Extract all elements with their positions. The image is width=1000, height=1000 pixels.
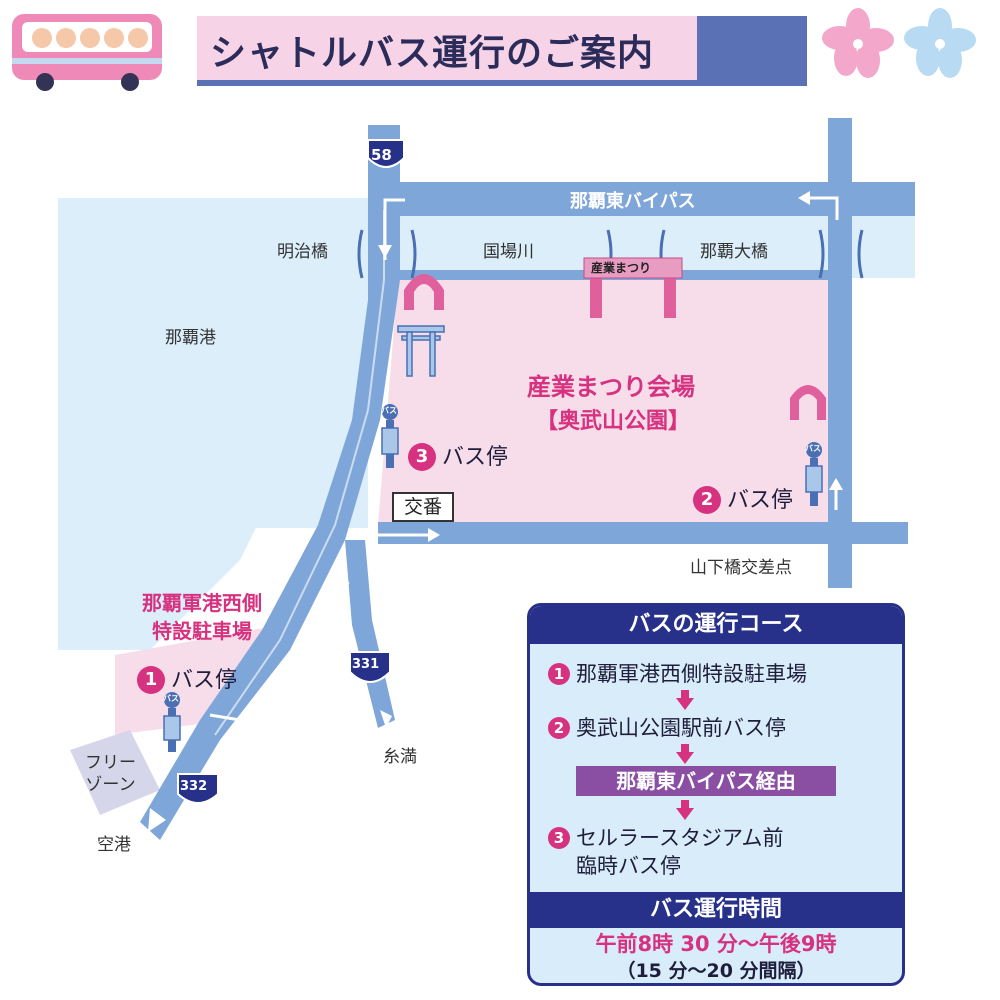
title-bar bbox=[197, 16, 707, 86]
hibiscus-icon bbox=[822, 8, 976, 78]
parking-title: 那覇軍港西側 特設駐車場 bbox=[142, 589, 262, 645]
course-step-2-number: 2 bbox=[548, 717, 570, 739]
road-inner-line bbox=[214, 210, 385, 736]
arrow-icon bbox=[681, 690, 689, 698]
bus-stop-1-label: バス停 bbox=[171, 668, 238, 693]
arrow-icon bbox=[676, 698, 694, 710]
arrow-icon bbox=[676, 752, 694, 764]
page-title: シャトルバス運行のご案内 bbox=[210, 33, 655, 74]
free-zone-line1: フリー bbox=[85, 753, 136, 773]
course-step-3-line2: 臨時バス停 bbox=[576, 854, 681, 878]
route-331-road bbox=[345, 540, 395, 728]
course-step-2-label: 奥武山公園駅前バス停 bbox=[576, 716, 786, 740]
route-arrows bbox=[209, 196, 839, 722]
arrow-icon bbox=[681, 744, 689, 752]
parking-title-line2: 特設駐車場 bbox=[152, 619, 252, 643]
venue-title: 産業まつり会場 bbox=[527, 373, 695, 401]
venue-subtitle: 【奥武山公園】 bbox=[536, 409, 691, 434]
parking-area bbox=[115, 625, 280, 735]
venue-area bbox=[378, 278, 828, 525]
bus-stop-icon bbox=[163, 404, 823, 752]
free-zone-line2: ゾーン bbox=[85, 775, 136, 795]
course-step-1-number: 1 bbox=[548, 663, 570, 685]
bus-stop-1-number: 1 bbox=[137, 666, 165, 694]
route-331-label: 331 bbox=[352, 657, 380, 672]
bus-stop-sign-3: バス bbox=[381, 406, 397, 415]
route-332-label: 332 bbox=[180, 779, 208, 794]
bus-stop-2-label: バス停 bbox=[727, 488, 794, 513]
course-step-1-label: 那覇軍港西側特設駐車場 bbox=[576, 662, 807, 686]
yamashita-intersection-label: 山下橋交差点 bbox=[690, 558, 792, 578]
festival-sign-label: 産業まつり bbox=[591, 261, 652, 275]
bus-icon bbox=[12, 14, 162, 91]
bus-stop-sign-2: バス bbox=[805, 444, 821, 453]
time-main: 午前8時 30 分～午後9時 bbox=[595, 932, 837, 956]
course-heading: バスの運行コース bbox=[530, 606, 902, 644]
time-interval: （15 分～20 分間隔） bbox=[616, 960, 816, 982]
time-heading: バス運行時間 bbox=[530, 892, 902, 928]
course-step-1: 1 那覇軍港西側特設駐車場 bbox=[548, 658, 807, 688]
naha-ohashi-label: 那覇大橋 bbox=[700, 242, 768, 262]
arrow-icon bbox=[681, 800, 689, 808]
airport-label: 空港 bbox=[97, 835, 131, 855]
route-arrow-heads bbox=[148, 191, 843, 832]
naha-port-label: 那覇港 bbox=[165, 328, 216, 348]
meiji-bridge-label: 明治橋 bbox=[277, 242, 328, 262]
east-road bbox=[828, 118, 852, 588]
course-step-3: 3 セルラースタジアム前 臨時バス停 bbox=[548, 824, 783, 880]
free-zone-label: フリー ゾーン bbox=[85, 752, 136, 796]
bus-stop-3-label: バス停 bbox=[442, 445, 509, 470]
free-zone-area bbox=[70, 730, 160, 815]
course-bypass: 那覇東バイパス経由 bbox=[576, 766, 836, 796]
bypass-label: 那覇東バイパス bbox=[570, 191, 696, 212]
title-stripe bbox=[697, 16, 807, 86]
police-box-label: 交番 bbox=[392, 492, 454, 522]
water-area-lower bbox=[58, 398, 320, 650]
bus-stop-2-number: 2 bbox=[693, 486, 721, 514]
route-58-label: 58 bbox=[371, 146, 392, 164]
course-step-2: 2 奥武山公園駅前バス停 bbox=[548, 712, 786, 742]
south-road bbox=[378, 522, 908, 544]
torii-icon bbox=[397, 325, 445, 377]
kokuba-river-label: 国場川 bbox=[483, 242, 534, 262]
bus-stop-3-number: 3 bbox=[408, 443, 436, 471]
parking-title-line1: 那覇軍港西側 bbox=[142, 591, 262, 615]
gate-icon bbox=[404, 257, 826, 420]
course-step-3-line1: セルラースタジアム前 bbox=[576, 826, 784, 850]
arrow-icon bbox=[676, 808, 694, 820]
bus-stop-sign-1: バス bbox=[163, 694, 179, 703]
itoman-label: 糸満 bbox=[383, 747, 417, 767]
course-panel: バスの運行コース 1 那覇軍港西側特設駐車場 2 奥武山公園駅前バス停 那覇東バイパ… bbox=[527, 603, 905, 986]
route-shield-icon bbox=[177, 139, 405, 804]
course-step-3-number: 3 bbox=[548, 827, 570, 849]
